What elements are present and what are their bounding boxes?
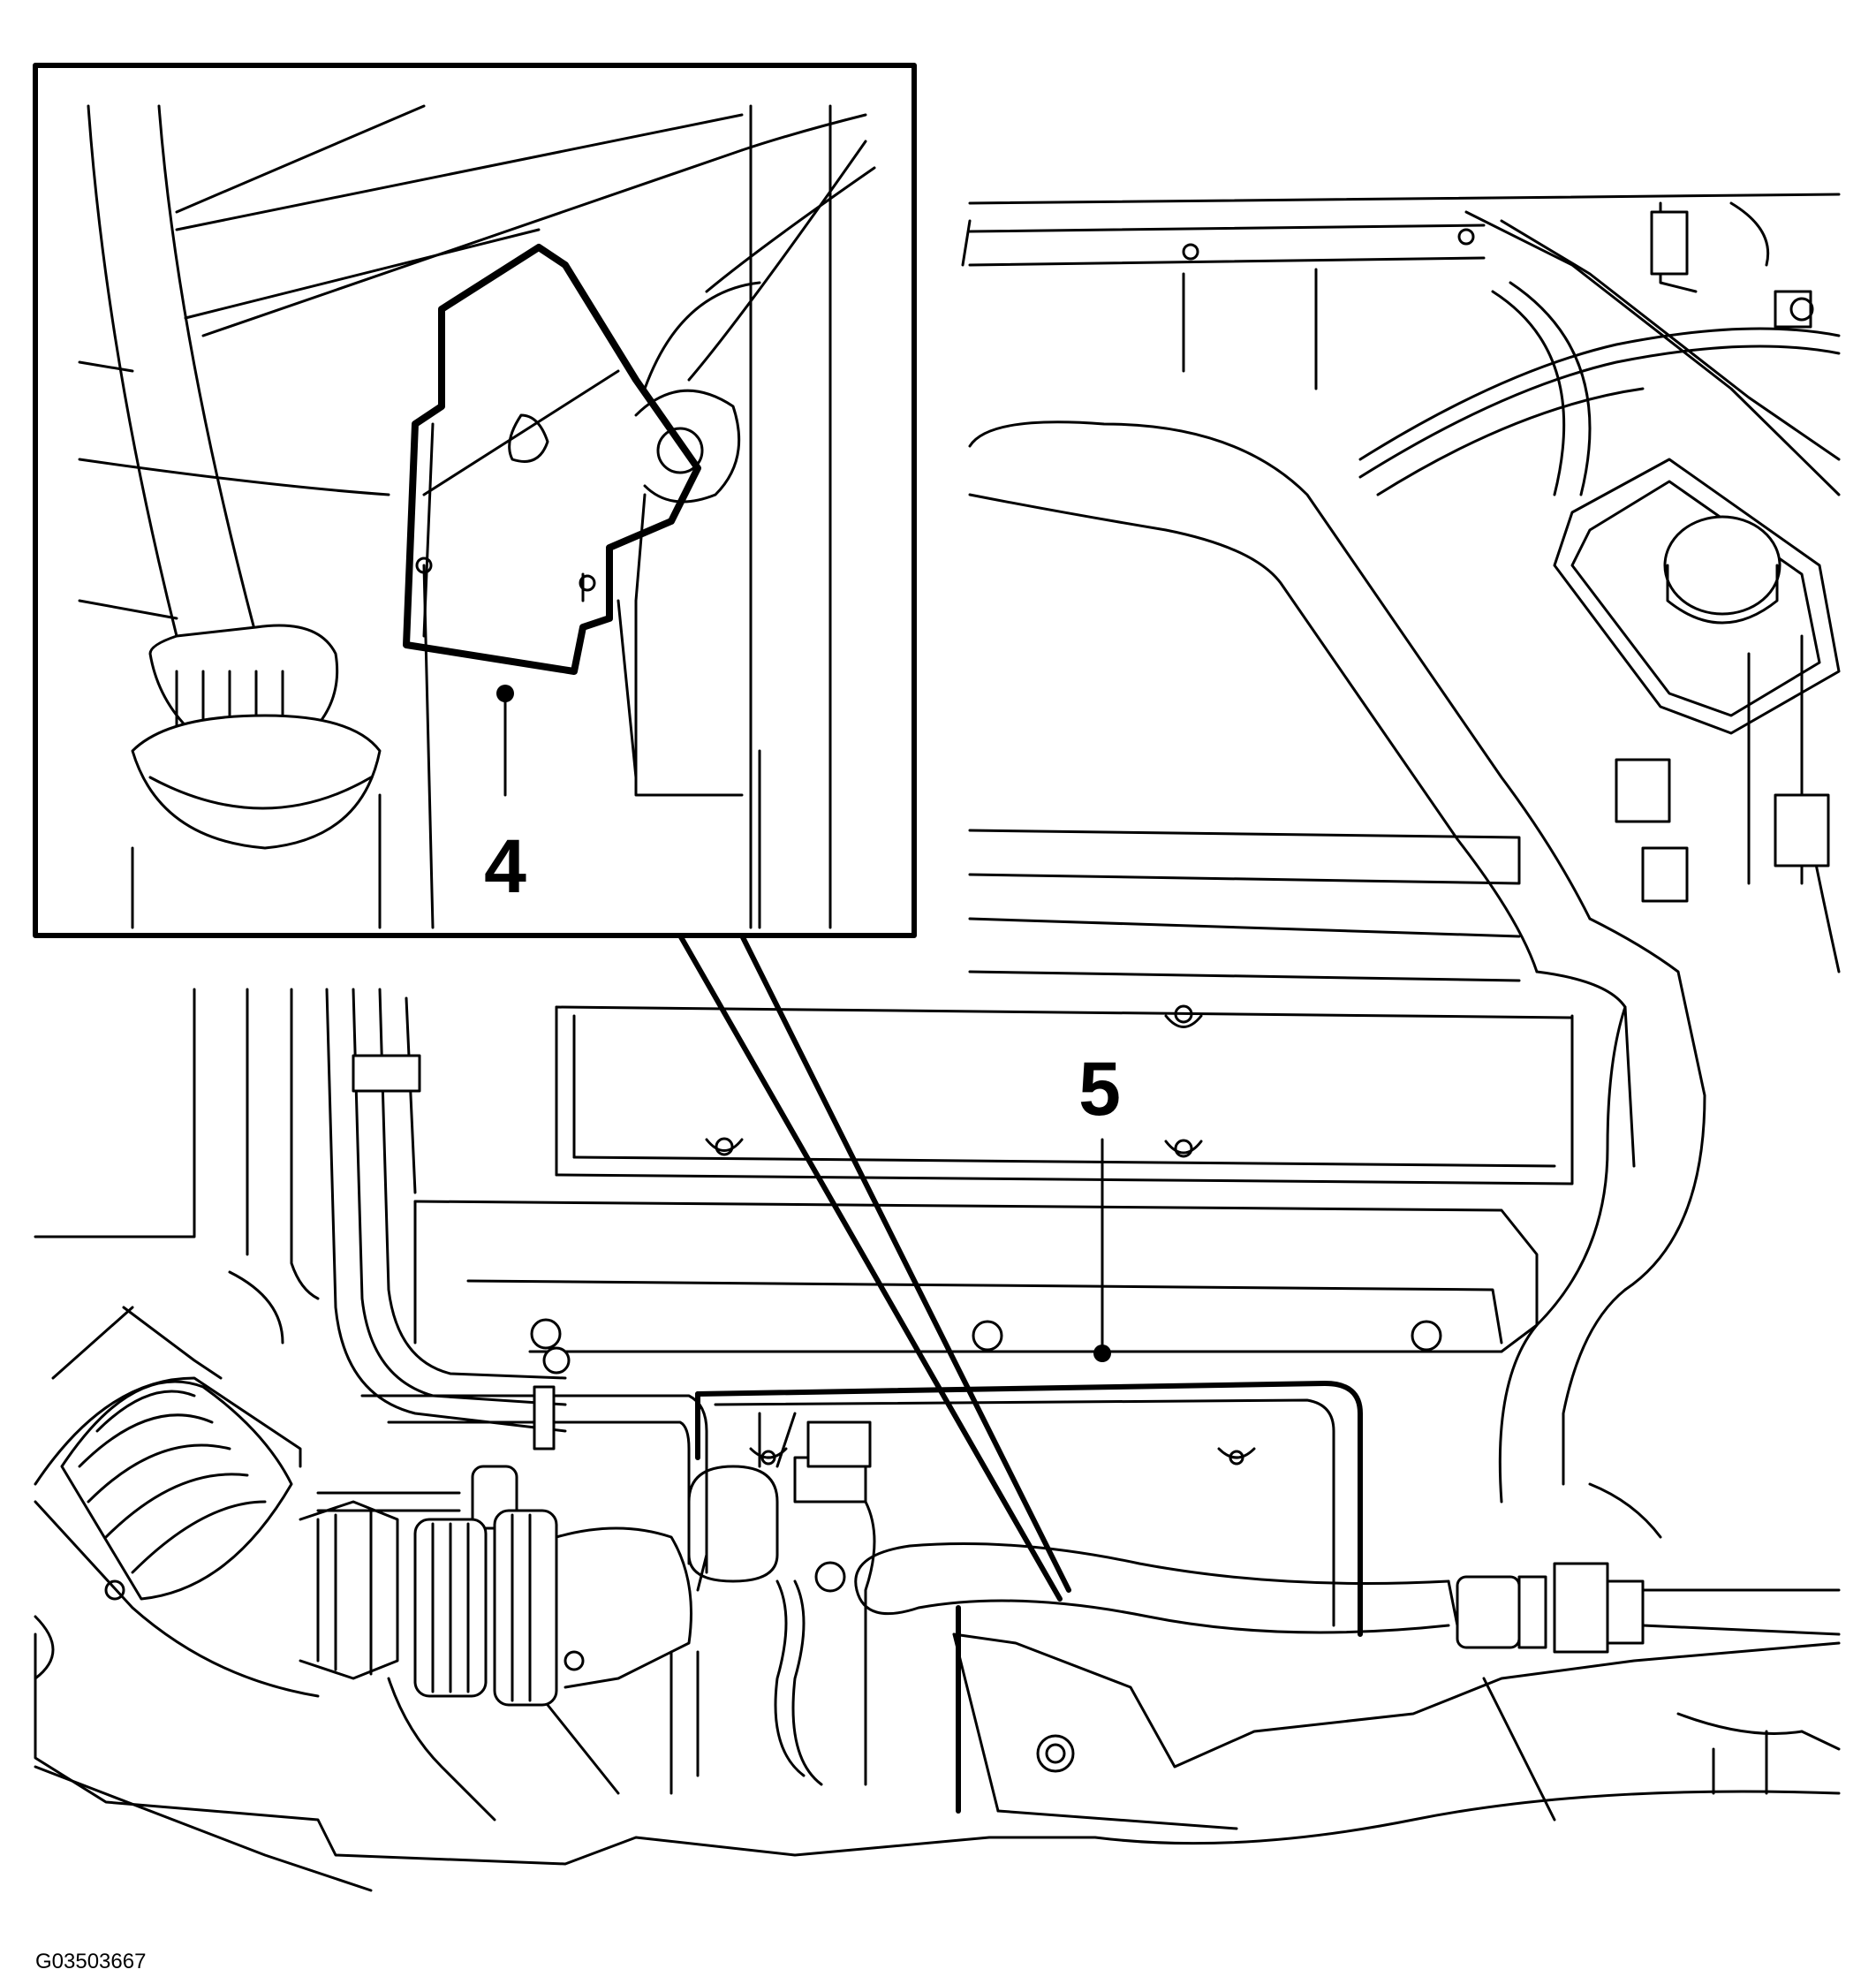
callout-5: 5 [1078, 1047, 1121, 1132]
figure-id: G03503667 [35, 1950, 146, 1973]
detail-inset: 4 [33, 63, 917, 938]
engine-illustration [34, 193, 1841, 1892]
callout-4: 4 [484, 824, 526, 909]
callout-5-group: 5 [1078, 1047, 1121, 1362]
intake-bellows [34, 1306, 692, 1707]
